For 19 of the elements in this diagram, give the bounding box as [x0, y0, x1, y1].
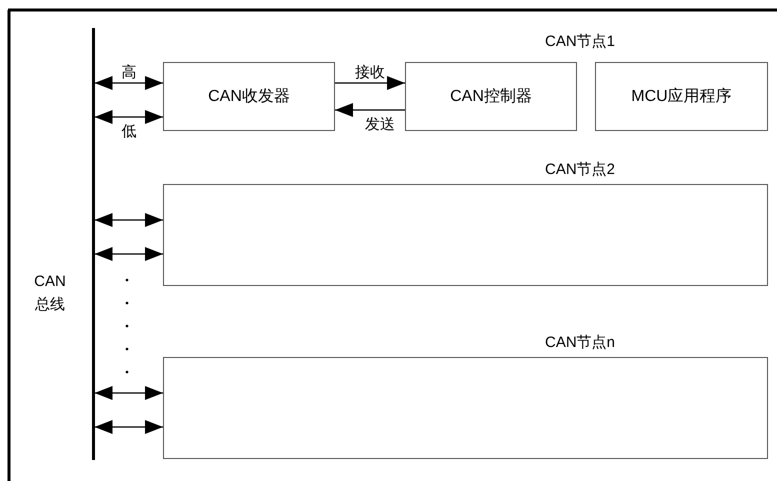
node-heading: CAN节点n	[545, 334, 615, 352]
node-heading: CAN节点2	[545, 161, 615, 179]
edge-label: 接收	[355, 64, 385, 82]
arrow	[94, 247, 163, 261]
edge-label: 高	[121, 64, 136, 82]
arrow	[335, 103, 405, 117]
arrow	[335, 76, 405, 90]
component-box: MCU应用程序	[595, 62, 768, 131]
arrow	[94, 110, 163, 124]
bus-label: CAN 总线	[33, 272, 67, 315]
arrow	[94, 386, 163, 400]
arrow	[94, 420, 163, 434]
component-box: CAN收发器	[163, 62, 335, 131]
edge-label: 低	[121, 123, 136, 141]
node-heading: CAN节点1	[545, 33, 615, 51]
edge-label: 发送	[365, 116, 395, 134]
arrow	[94, 76, 163, 90]
component-box: CAN控制器	[405, 62, 577, 131]
arrow	[94, 213, 163, 227]
